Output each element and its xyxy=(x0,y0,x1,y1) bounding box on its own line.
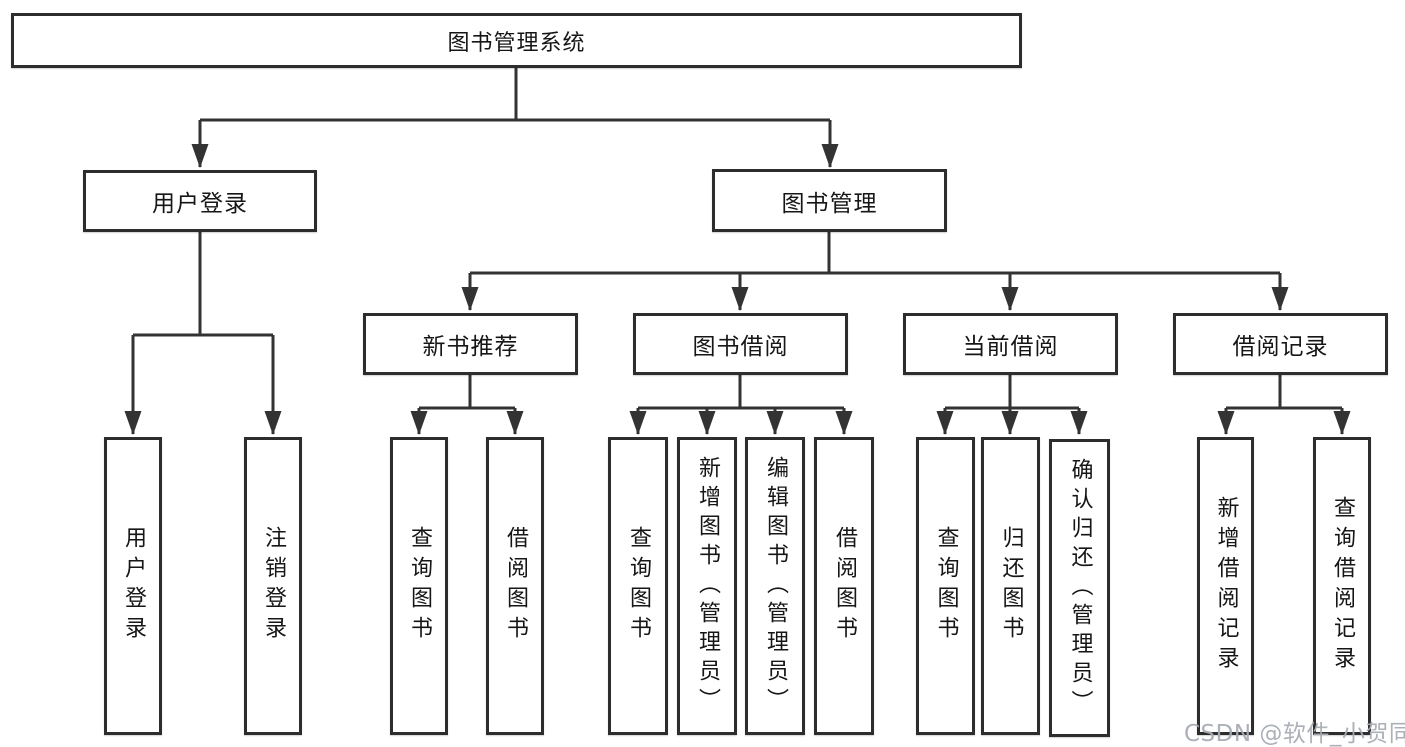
leaf-add-book-admin: 新增图书（管理员） xyxy=(677,437,737,735)
csdn-watermark: CSDN @软件_小贺同学 xyxy=(1184,721,1405,747)
connector-line xyxy=(419,375,515,410)
connector-line xyxy=(1226,375,1342,410)
leaf-query-books-recommend: 查询图书 xyxy=(390,437,448,735)
node-new-book-recommend: 新书推荐 xyxy=(363,313,578,375)
node-book-management: 图书管理 xyxy=(712,169,947,232)
node-library-system: 图书管理系统 xyxy=(11,13,1022,68)
leaf-borrow-books: 借阅图书 xyxy=(814,437,874,735)
node-current-borrowing: 当前借阅 xyxy=(903,313,1118,375)
node-user-login: 用户登录 xyxy=(83,170,317,232)
connector-line xyxy=(945,375,1079,410)
leaf-edit-book-admin: 编辑图书（管理员） xyxy=(745,437,805,735)
leaf-query-books-current: 查询图书 xyxy=(916,437,975,735)
leaf-return-books: 归还图书 xyxy=(981,437,1040,735)
connector-line xyxy=(470,232,1280,275)
connector-line xyxy=(200,68,830,122)
leaf-query-books-borrowing: 查询图书 xyxy=(608,437,668,735)
leaf-query-borrow-record: 查询借阅记录 xyxy=(1313,437,1371,735)
connector-line xyxy=(133,232,273,337)
connector-line xyxy=(638,375,844,410)
node-book-borrowing: 图书借阅 xyxy=(633,313,848,375)
leaf-confirm-return-admin: 确认归还（管理员） xyxy=(1049,439,1110,737)
leaf-add-borrow-record: 新增借阅记录 xyxy=(1197,437,1254,735)
node-borrowing-records: 借阅记录 xyxy=(1173,313,1388,375)
leaf-user-login: 用户登录 xyxy=(104,437,162,735)
leaf-borrow-books-recommend: 借阅图书 xyxy=(486,437,544,735)
leaf-logout: 注销登录 xyxy=(244,437,302,735)
